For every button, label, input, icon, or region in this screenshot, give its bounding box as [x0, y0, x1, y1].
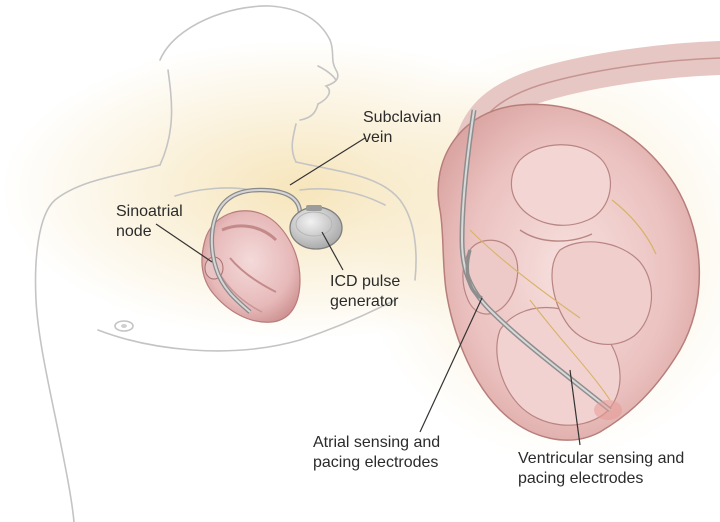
label-sinoatrial-node: Sinoatrial node: [116, 202, 183, 242]
label-subclavian-vein: Subclavian vein: [363, 108, 441, 148]
label-atrial-electrodes: Atrial sensing and pacing electrodes: [313, 433, 440, 473]
label-ventricular-electrodes: Ventricular sensing and pacing electrode…: [518, 449, 684, 489]
label-icd-pulse-generator: ICD pulse generator: [330, 272, 400, 312]
